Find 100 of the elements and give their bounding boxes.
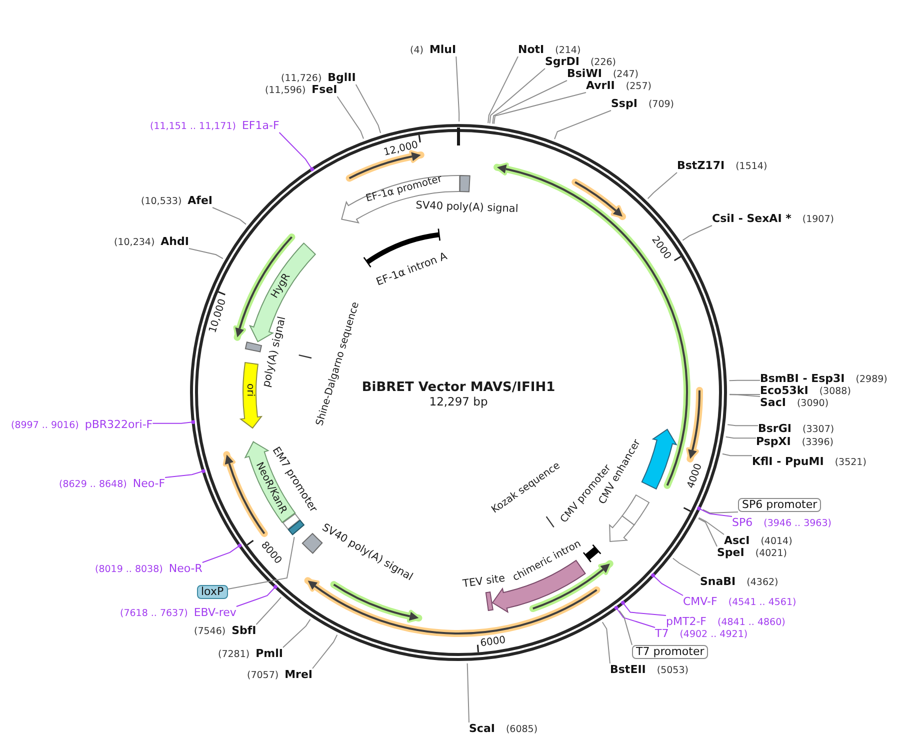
leader-line (278, 132, 314, 172)
leader-line (621, 600, 666, 616)
enzyme-name: BglII (328, 72, 356, 84)
primer-name: Neo-R (168, 562, 202, 574)
leader-line (312, 634, 338, 669)
cut-position: (4362) (746, 576, 778, 588)
enzyme-name: SpeI (717, 546, 744, 558)
primer-range: (7618 .. 7637) (120, 608, 188, 620)
enzyme-name: AhdI (160, 236, 189, 248)
enzyme-name: AfeI (188, 194, 213, 206)
primer-range: (8629 .. 8648) (59, 478, 127, 490)
enzyme-name: PspXI (756, 436, 791, 448)
primer-name: Neo-F (132, 478, 166, 490)
primer-range: (4541 .. 4561) (728, 596, 796, 608)
cut-position: (3396) (802, 436, 834, 448)
leader-line (554, 110, 612, 140)
cut-position: (10,533) (141, 196, 182, 208)
cut-position: (4021) (755, 548, 787, 560)
enzyme-name: AscI (724, 534, 750, 546)
primer-name: CMV-F (683, 596, 718, 608)
leader-line (202, 544, 242, 563)
leader-line (602, 622, 610, 664)
leader-line (722, 453, 752, 456)
enzyme-name: SspI (611, 98, 638, 110)
primer-name: pMT2-F (666, 616, 706, 628)
cut-position: (3307) (802, 424, 834, 436)
cut-position: (7281) (218, 648, 250, 660)
primer-range: (8997 .. 9016) (11, 420, 79, 432)
scale-label: 6000 (480, 634, 506, 650)
leader-line (697, 506, 732, 517)
cut-position: (2989) (856, 374, 888, 386)
primer-range: (8019 .. 8038) (95, 564, 163, 576)
enzyme-name: MluI (429, 44, 456, 56)
leader-line (164, 469, 206, 478)
cut-position: (247) (612, 68, 638, 80)
cut-position: (4014) (760, 536, 792, 548)
enzyme-name: Eco53kI (760, 384, 808, 396)
feature-label: EF-1α intron A (375, 251, 449, 289)
enzyme-name: MreI (284, 668, 313, 680)
leader-line (355, 84, 382, 134)
enzyme-name: FseI (312, 84, 338, 96)
map-title: BiBRET Vector MAVS/IFIH1 (362, 380, 556, 396)
leader-line (618, 610, 632, 646)
leader-line (227, 536, 295, 590)
leader-line (488, 56, 518, 124)
cut-position: (1514) (736, 160, 768, 172)
enzyme-name: BsrGI (758, 422, 792, 434)
scale-label: 10,000 (208, 298, 229, 335)
enzyme-name: CsiI - SexAI * (712, 212, 792, 224)
feature-label: TEV site (462, 573, 506, 591)
leader-line (152, 420, 196, 424)
enzyme-name: AvrII (586, 80, 615, 92)
cut-position: (3521) (834, 456, 866, 468)
leader-line (614, 606, 656, 628)
leader-line (698, 517, 724, 535)
enzyme-name: SgrDI (545, 56, 580, 68)
leader-line (489, 68, 546, 124)
cut-position: (7057) (247, 670, 279, 682)
enzyme-name: KflI - PpuMI (752, 456, 824, 468)
enzyme-name: BstEII (610, 664, 646, 676)
leader-line (236, 584, 278, 607)
primer-range: (4841 .. 4860) (718, 616, 786, 628)
enzyme-name: ScaI (469, 722, 495, 734)
leader-line (672, 558, 700, 576)
feature-label: poly(A) signal (261, 316, 289, 388)
primer-name: pBR322ori-F (84, 418, 153, 430)
primer-range: (3946 .. 3963) (764, 518, 832, 530)
cut-position: (214) (555, 44, 581, 56)
primer-range: (11,151 .. 11,171) (150, 120, 236, 132)
cut-position: (5053) (656, 664, 688, 676)
leader-line (725, 436, 756, 439)
enzyme-name: SnaBI (700, 576, 736, 588)
scale-label: 12,000 (382, 140, 419, 159)
enzyme-name: SacI (760, 396, 786, 408)
leader-line (466, 662, 470, 723)
cut-position: (709) (648, 98, 674, 110)
leader-line (212, 207, 246, 225)
leader-line (702, 509, 738, 514)
feature-tag: loxP (197, 585, 228, 599)
scale-label: 4000 (686, 462, 705, 490)
leader-line (651, 573, 684, 596)
enzyme-name: SbfI (232, 624, 256, 636)
leader-line (698, 518, 718, 547)
leader-line (188, 248, 224, 260)
feature-tag: SP6 promoter (738, 498, 822, 512)
cut-position: (257) (626, 80, 652, 92)
leader-line (492, 80, 568, 124)
enzyme-name: BstZ17I (677, 160, 725, 172)
leader-line (456, 56, 460, 122)
primer-name: EBV-rev (194, 606, 236, 618)
cut-position: (1907) (802, 214, 834, 226)
leader-line (282, 618, 311, 648)
primer-range: (4902 .. 4921) (680, 628, 748, 640)
enzyme-name: NotI (518, 44, 544, 56)
cut-position: (11,726) (281, 72, 322, 84)
feature-label: ori (244, 384, 256, 396)
cut-position: (226) (590, 56, 616, 68)
leader-line (647, 172, 678, 200)
sequence-length: 12,297 bp (429, 396, 488, 408)
cut-position: (3088) (819, 386, 851, 398)
